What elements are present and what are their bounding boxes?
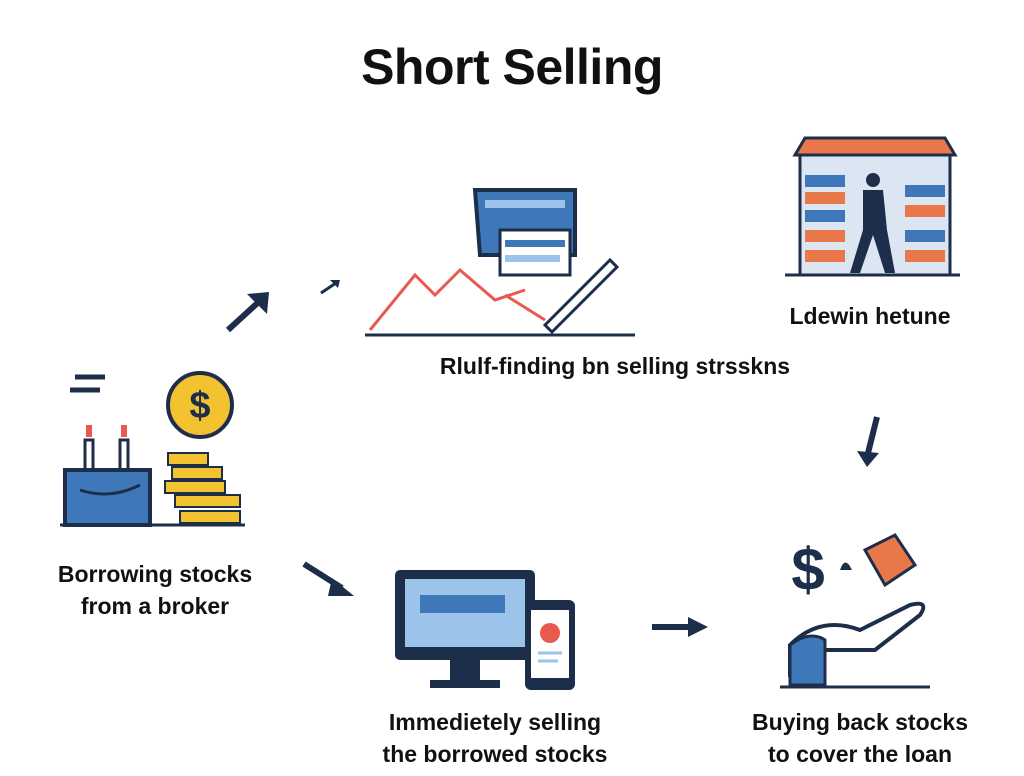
step-label-return: Ldewin hetune bbox=[789, 303, 951, 329]
warehouse-worker-icon bbox=[785, 136, 960, 277]
page-title: Short Selling bbox=[361, 39, 663, 95]
arrow-right-icon bbox=[652, 617, 708, 637]
label-line: Borrowing stocks bbox=[57, 561, 253, 587]
step-label-borrowing: Borrowing stocks from a broker bbox=[30, 558, 280, 622]
label-line: Buying back stocks bbox=[751, 709, 969, 735]
dollar-hand-icon: $ bbox=[780, 533, 930, 689]
factory-coins-icon: $ bbox=[60, 371, 245, 527]
step-label-buying-back: Buying back stocks to cover the loan bbox=[710, 706, 1010, 770]
step-label-selling: Immedietely selling the borrowed stocks bbox=[345, 706, 645, 770]
label-line: the borrowed stocks bbox=[382, 741, 608, 767]
label-line: from a broker bbox=[80, 593, 230, 619]
svg-text:$: $ bbox=[189, 385, 210, 427]
market-chart-icon bbox=[365, 188, 635, 337]
label-line: to cover the loan bbox=[767, 741, 953, 767]
computer-phone-icon bbox=[395, 570, 575, 690]
svg-text:$: $ bbox=[791, 536, 824, 603]
arrow-up-right-icon bbox=[225, 292, 269, 333]
step-label-finding: Rlulf-finding bn selling strsskns bbox=[439, 353, 791, 379]
arrow-small-icon bbox=[320, 280, 340, 295]
arrow-down-right-icon bbox=[302, 561, 354, 596]
label-line: Immedietely selling bbox=[388, 709, 602, 735]
arrow-down-icon bbox=[857, 416, 880, 467]
